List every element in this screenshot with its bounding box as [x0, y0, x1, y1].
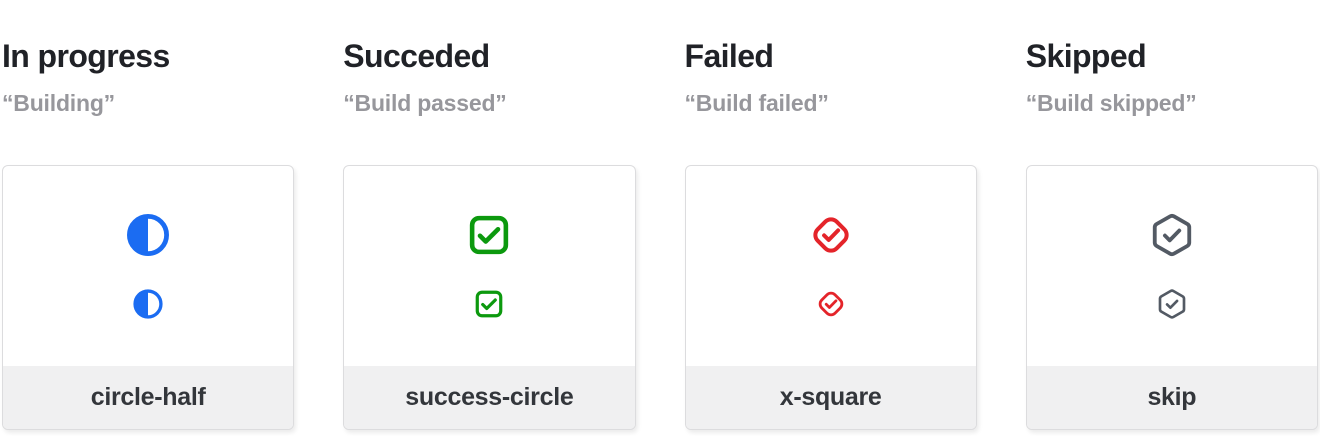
status-column-in-progress: In progress “Building” circle-half: [2, 38, 295, 431]
circle-half-icon: [133, 289, 163, 319]
column-subtitle: “Build skipped”: [1025, 89, 1197, 116]
column-subtitle: “Build failed”: [684, 89, 829, 116]
column-title: Succeded: [343, 38, 490, 74]
icon-name-label: skip: [1147, 383, 1197, 412]
icon-preview-area: [3, 166, 293, 366]
check-hexagon-icon: [1158, 289, 1186, 319]
circle-half-icon: [127, 214, 170, 257]
icon-name-footer: circle-half: [3, 366, 294, 430]
icon-preview-area: [1027, 166, 1317, 366]
check-square-icon: [476, 290, 503, 318]
icon-card: circle-half: [2, 165, 295, 431]
check-diamond-icon: [818, 291, 843, 317]
icon-name-label: circle-half: [90, 383, 206, 412]
status-column-succeded: Succeded “Build passed” success-circle: [343, 38, 636, 431]
column-subtitle: “Build passed”: [343, 89, 507, 116]
icon-name-label: x-square: [779, 383, 882, 412]
icon-card: skip: [1025, 165, 1318, 431]
status-column-failed: Failed “Build failed” x-square: [684, 38, 977, 431]
status-column-skipped: Skipped “Build skipped” skip: [1025, 38, 1318, 431]
column-title: In progress: [2, 38, 170, 74]
column-title: Failed: [684, 38, 774, 74]
icon-preview-area: [344, 166, 634, 366]
icon-name-footer: skip: [1026, 366, 1317, 430]
column-subtitle: “Building”: [2, 89, 115, 116]
icon-card: x-square: [684, 165, 977, 431]
column-title: Skipped: [1025, 38, 1147, 74]
icon-card: success-circle: [343, 165, 636, 431]
check-diamond-icon: [812, 217, 849, 253]
icon-name-label: success-circle: [405, 383, 574, 412]
icon-name-footer: success-circle: [344, 366, 635, 430]
icon-name-footer: x-square: [685, 366, 976, 430]
check-hexagon-icon: [1152, 214, 1192, 257]
icon-preview-area: [686, 166, 976, 366]
check-square-icon: [470, 216, 509, 255]
